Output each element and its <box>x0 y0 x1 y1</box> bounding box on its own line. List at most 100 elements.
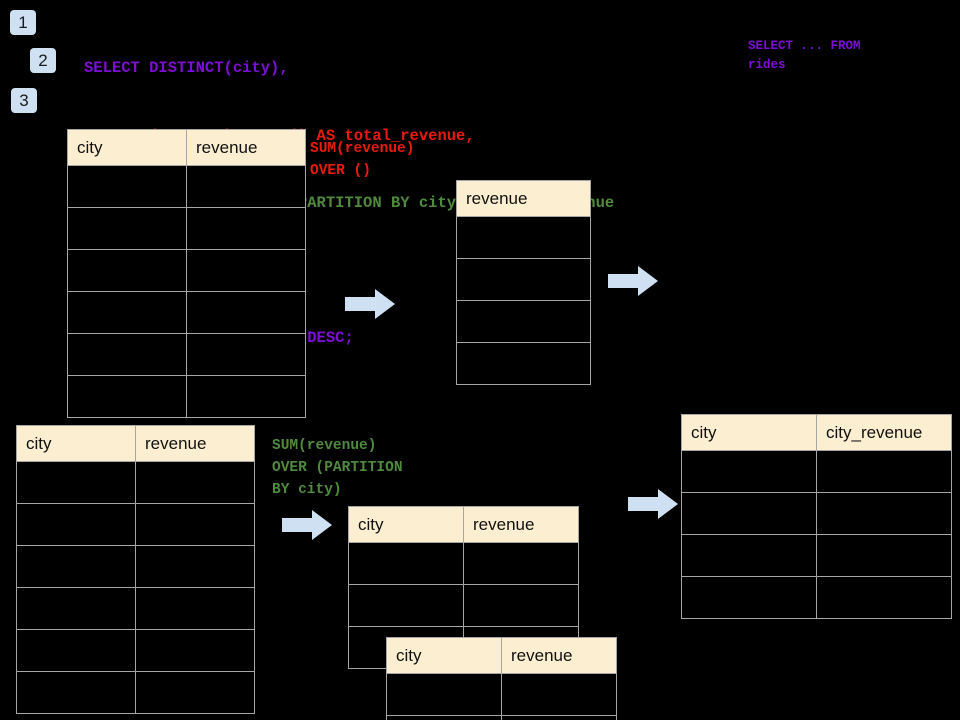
arrow-source-to-partition <box>282 510 332 540</box>
column-header-revenue: revenue <box>501 637 617 674</box>
cell-revenue <box>456 216 591 259</box>
column-header-city: city <box>681 414 817 451</box>
table-row <box>67 333 306 376</box>
annotation-over-partition: SUM(revenue) OVER (PARTITION BY city) <box>272 438 403 498</box>
cell-revenue <box>135 461 255 504</box>
cell-city <box>16 587 136 630</box>
cell-city <box>67 333 187 376</box>
column-header-city-revenue: city_revenue <box>816 414 952 451</box>
table-row <box>681 534 952 577</box>
cell-revenue <box>135 629 255 672</box>
step-badge-2: 2 <box>30 48 56 73</box>
table-row <box>456 342 591 385</box>
table-header-row: city city_revenue <box>681 414 952 451</box>
cell-city-revenue <box>816 576 952 619</box>
table-row <box>16 629 255 672</box>
column-header-city: city <box>386 637 502 674</box>
table-row <box>67 249 306 292</box>
cell-revenue <box>135 545 255 588</box>
column-header-revenue: revenue <box>463 506 579 543</box>
step-badge-3: 3 <box>11 88 37 113</box>
cell-revenue <box>186 291 306 334</box>
step-badge-1: 1 <box>10 10 36 35</box>
arrow-partition-to-result <box>628 489 678 519</box>
table-row <box>67 291 306 334</box>
table-row <box>16 587 255 630</box>
arrow-total-to-next <box>608 266 658 296</box>
arrow-source-to-total <box>345 289 395 319</box>
column-header-revenue: revenue <box>135 425 255 462</box>
table-row <box>348 542 579 585</box>
cell-city-revenue <box>816 492 952 535</box>
table-row <box>348 584 579 627</box>
table-partition-group-back: city revenue <box>348 506 579 669</box>
cell-city <box>386 673 502 716</box>
cell-city <box>67 375 187 418</box>
cell-revenue <box>463 584 579 627</box>
cell-city <box>681 534 817 577</box>
table-rides-source-bottom: city revenue <box>16 425 255 714</box>
table-city-revenue-result: city city_revenue <box>681 414 952 619</box>
cell-city <box>16 545 136 588</box>
cell-city <box>67 165 187 208</box>
table-row <box>456 216 591 259</box>
table-rides-source-top: city revenue <box>67 129 306 418</box>
column-header-revenue: revenue <box>456 180 591 217</box>
column-header-city: city <box>348 506 464 543</box>
table-row <box>67 165 306 208</box>
cell-city <box>16 503 136 546</box>
cell-city-revenue <box>816 534 952 577</box>
cell-city <box>681 492 817 535</box>
cell-revenue <box>456 342 591 385</box>
table-total-revenue: revenue <box>456 180 591 385</box>
cell-city <box>16 629 136 672</box>
cell-revenue <box>135 587 255 630</box>
table-header-row: city revenue <box>348 506 579 543</box>
table-row <box>67 375 306 418</box>
cell-city <box>67 207 187 250</box>
sql-line-1: SELECT DISTINCT(city), <box>84 59 289 77</box>
cell-city <box>348 542 464 585</box>
cell-city-revenue <box>816 450 952 493</box>
table-row <box>681 576 952 619</box>
cell-revenue <box>186 165 306 208</box>
table-row <box>386 673 617 716</box>
cell-city <box>16 461 136 504</box>
table-row <box>67 207 306 250</box>
table-row <box>681 450 952 493</box>
cell-revenue <box>135 671 255 714</box>
annotation-over-empty: SUM(revenue) OVER () <box>310 141 415 179</box>
sql-side-note: SELECT ... FROM rides <box>748 39 861 72</box>
table-row <box>456 300 591 343</box>
table-header-row: city revenue <box>386 637 617 674</box>
cell-revenue <box>186 375 306 418</box>
table-row <box>681 492 952 535</box>
table-row <box>386 715 617 720</box>
cell-city <box>386 715 502 720</box>
table-partition-group-front: city revenue <box>386 637 617 720</box>
table-row <box>456 258 591 301</box>
table-row <box>16 545 255 588</box>
table-row <box>16 671 255 714</box>
column-header-city: city <box>16 425 136 462</box>
cell-revenue <box>135 503 255 546</box>
cell-revenue <box>456 300 591 343</box>
cell-revenue <box>501 673 617 716</box>
cell-city <box>681 576 817 619</box>
cell-revenue <box>456 258 591 301</box>
cell-city <box>67 291 187 334</box>
table-row <box>16 503 255 546</box>
table-row <box>16 461 255 504</box>
table-header-row: city revenue <box>67 129 306 166</box>
column-header-revenue: revenue <box>186 129 306 166</box>
cell-revenue <box>186 207 306 250</box>
table-header-row: city revenue <box>16 425 255 462</box>
cell-revenue <box>186 249 306 292</box>
cell-revenue <box>463 542 579 585</box>
cell-city <box>16 671 136 714</box>
table-header-row: revenue <box>456 180 591 217</box>
cell-revenue <box>186 333 306 376</box>
cell-city <box>67 249 187 292</box>
column-header-city: city <box>67 129 187 166</box>
